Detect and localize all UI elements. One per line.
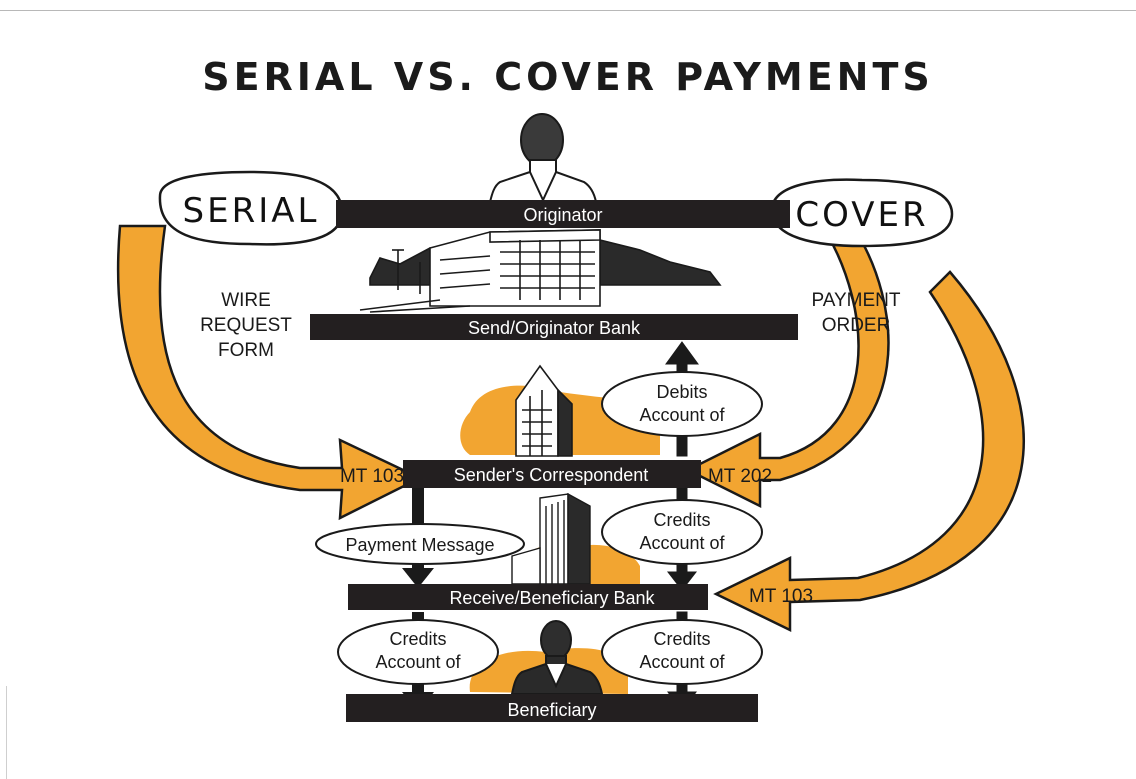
beneficiary-person-icon: [510, 620, 604, 695]
originator-person-icon: [488, 113, 598, 203]
skyscraper-icon: [515, 364, 573, 457]
originator-label: Originator: [523, 205, 602, 225]
page-title: SERIAL VS. COVER PAYMENTS: [202, 55, 934, 99]
payment-order-line-2: ORDER: [822, 315, 891, 336]
credits-left-line-2: Account of: [375, 652, 461, 672]
cover-label: COVER: [795, 195, 928, 235]
originator-bar: [336, 200, 790, 228]
serial-flow-arrow: [116, 224, 423, 521]
debits-line-2: Account of: [639, 405, 725, 425]
cover-label-oval: [770, 178, 954, 248]
credits-left-line-1: Credits: [389, 629, 446, 649]
payment-message-oval: [315, 523, 525, 565]
send-bank-bar: [310, 314, 798, 340]
credits-left-oval: [337, 619, 499, 685]
correspondent-label: Sender's Correspondent: [454, 465, 649, 485]
payment-order-line-1: PAYMENT: [811, 290, 900, 311]
beneficiary-label: Beneficiary: [507, 700, 596, 720]
frame-top-line: [0, 10, 1136, 11]
cover-flow-arrow: [685, 228, 890, 509]
credits-right-line-2: Account of: [639, 652, 725, 672]
receive-bank-label: Receive/Beneficiary Bank: [449, 588, 655, 608]
beneficiary-bar: [346, 694, 758, 722]
receive-bank-bar: [348, 584, 708, 610]
credits-correspondent-oval: [601, 499, 763, 565]
wire-line-2: REQUEST: [200, 315, 292, 336]
credits-corr-line-1: Credits: [653, 510, 710, 530]
credits-right-oval: [601, 619, 763, 685]
cover-mt103-arrow: [713, 270, 1025, 632]
debits-oval: [601, 371, 763, 437]
wire-line-3: FORM: [218, 340, 274, 361]
credits-right-line-1: Credits: [653, 629, 710, 649]
payment-message-label: Payment Message: [345, 535, 494, 555]
frame-left-line: [6, 686, 7, 779]
serial-mt103-label: MT 103: [340, 466, 404, 487]
cover-mt202-label: MT 202: [708, 466, 772, 487]
credits-corr-line-2: Account of: [639, 533, 725, 553]
tower-icon: [511, 492, 591, 585]
office-building-icon: [359, 229, 722, 313]
debits-line-1: Debits: [656, 382, 707, 402]
send-bank-label: Send/Originator Bank: [468, 318, 641, 338]
correspondent-bar: [403, 460, 701, 488]
wire-line-1: WIRE: [221, 290, 271, 311]
cover-mt103-label: MT 103: [749, 586, 813, 607]
serial-label: SERIAL: [183, 191, 320, 231]
